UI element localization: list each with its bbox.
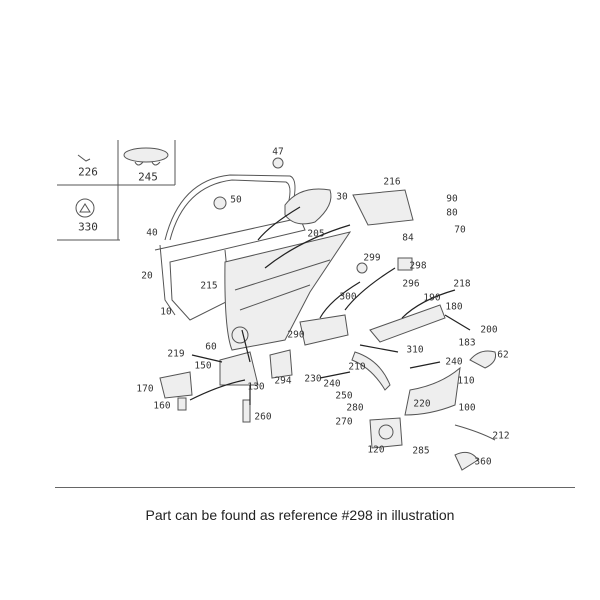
part-reference-label[interactable]: 30	[336, 191, 348, 203]
inset-part-label: 226	[78, 165, 98, 179]
part-reference-label[interactable]: 290	[287, 329, 305, 341]
part-reference-label[interactable]: 170	[136, 383, 154, 395]
part-reference-label[interactable]: 219	[167, 348, 185, 360]
part-reference-label[interactable]: 230	[304, 373, 322, 385]
part-reference-label[interactable]: 294	[274, 375, 292, 387]
part-reference-label[interactable]: 250	[335, 390, 353, 402]
part-reference-label[interactable]: 285	[412, 445, 430, 457]
part-reference-label[interactable]: 220	[413, 398, 431, 410]
part-reference-label[interactable]: 183	[458, 337, 476, 349]
part-reference-label[interactable]: 298	[409, 260, 427, 272]
part-reference-label[interactable]: 60	[205, 341, 217, 353]
part-reference-label[interactable]: 130	[247, 381, 265, 393]
inset-part-label: 245	[138, 170, 158, 184]
part-reference-label[interactable]: 280	[346, 402, 364, 414]
part-reference-label[interactable]: 215	[200, 280, 218, 292]
part-reference-label[interactable]: 260	[254, 411, 272, 423]
part-reference-label[interactable]: 80	[446, 207, 458, 219]
part-reference-label[interactable]: 150	[194, 360, 212, 372]
part-reference-label[interactable]: 180	[445, 301, 463, 313]
part-reference-label[interactable]: 20	[141, 270, 153, 282]
part-reference-label[interactable]: 270	[335, 416, 353, 428]
door-frame	[154, 157, 332, 321]
part-reference-label[interactable]: 212	[492, 430, 510, 442]
part-reference-label[interactable]: 300	[339, 291, 357, 303]
part-reference-label[interactable]: 210	[348, 361, 366, 373]
part-reference-label[interactable]: 216	[383, 176, 401, 188]
divider-line	[55, 487, 575, 488]
part-reference-label[interactable]: 50	[230, 194, 242, 206]
part-reference-label[interactable]: 62	[497, 349, 509, 361]
part-reference-label[interactable]: 110	[457, 375, 475, 387]
part-reference-label[interactable]: 160	[153, 400, 171, 412]
part-reference-label[interactable]: 240	[445, 356, 463, 368]
part-reference-caption: Part can be found as reference #298 in i…	[145, 507, 455, 523]
part-reference-label[interactable]: 120	[367, 444, 385, 456]
reference-arrows	[189, 206, 471, 405]
part-reference-label[interactable]: 47	[272, 146, 284, 158]
door-trim-panel	[159, 189, 496, 471]
part-reference-label[interactable]: 360	[474, 456, 492, 468]
part-reference-label[interactable]: 84	[402, 232, 414, 244]
part-reference-label[interactable]: 10	[160, 306, 172, 318]
part-reference-label[interactable]: 240	[323, 378, 341, 390]
part-reference-label[interactable]: 200	[480, 324, 498, 336]
inset-part-label: 330	[78, 220, 98, 234]
part-reference-label[interactable]: 100	[458, 402, 476, 414]
part-reference-label[interactable]: 190	[423, 292, 441, 304]
part-reference-label[interactable]: 90	[446, 193, 458, 205]
inset-parts	[75, 147, 169, 218]
inset-grid	[57, 140, 176, 241]
part-reference-label[interactable]: 296	[402, 278, 420, 290]
part-reference-label[interactable]: 218	[453, 278, 471, 290]
part-reference-label[interactable]: 205	[307, 228, 325, 240]
part-reference-label[interactable]: 310	[406, 344, 424, 356]
part-reference-label[interactable]: 299	[363, 252, 381, 264]
part-reference-label[interactable]: 70	[454, 224, 466, 236]
part-reference-label[interactable]: 40	[146, 227, 158, 239]
